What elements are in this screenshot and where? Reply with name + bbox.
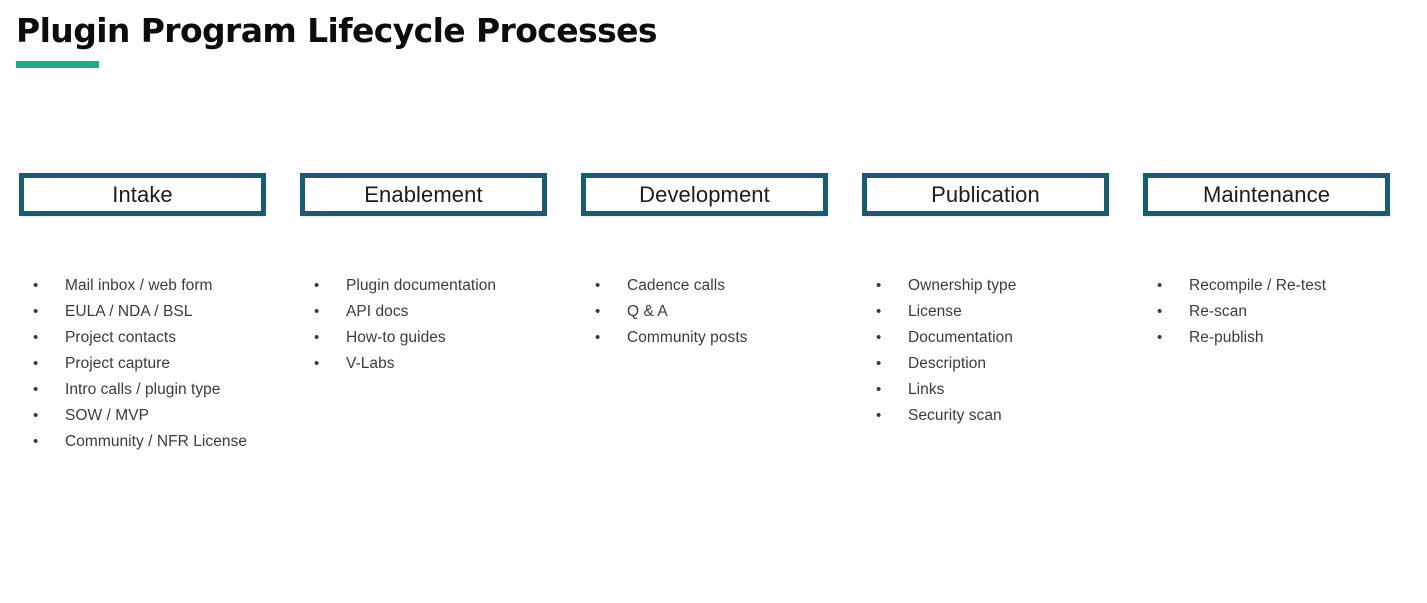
stage-box-maintenance[interactable]: Maintenance [1143,173,1390,216]
bullet-dot-icon: • [33,407,39,424]
list-item: • Re-scan [1157,299,1427,325]
list-item-label: Re-scan [1189,303,1248,320]
bullet-dot-icon: • [33,355,39,372]
bullet-list-maintenance: • Recompile / Re-test • Re-scan • Re-pub… [1157,273,1427,351]
list-item: • V-Labs [314,351,584,377]
lifecycle-column-intake: Intake • Mail inbox / web form • EULA / … [19,173,300,450]
list-item: • Community / NFR License [33,429,303,455]
bullet-dot-icon: • [1157,303,1163,320]
list-item-label: SOW / MVP [65,407,149,424]
list-item: • Community posts [595,325,865,351]
list-item-label: Intro calls / plugin type [65,381,221,398]
list-item: • Cadence calls [595,273,865,299]
stage-box-inner: Enablement [305,178,542,211]
list-item-label: Ownership type [908,277,1017,294]
stage-label: Development [639,181,770,207]
bullet-dot-icon: • [33,303,39,320]
stage-label: Intake [112,181,173,207]
list-item: • Q & A [595,299,865,325]
list-item-label: Community posts [627,329,748,346]
list-item-label: Mail inbox / web form [65,277,213,294]
list-item-label: Re-publish [1189,329,1264,346]
list-item: • How-to guides [314,325,584,351]
bullet-dot-icon: • [1157,329,1163,346]
bullet-dot-icon: • [876,381,882,398]
stage-box-intake[interactable]: Intake [19,173,266,216]
list-item-label: API docs [346,303,409,320]
stage-box-inner: Development [586,178,823,211]
lifecycle-column-enablement: Enablement • Plugin documentation • API … [300,173,581,372]
bullet-dot-icon: • [33,329,39,346]
list-item: • Mail inbox / web form [33,273,303,299]
bullet-dot-icon: • [33,433,39,450]
list-item: • Re-publish [1157,325,1427,351]
list-item: • EULA / NDA / BSL [33,299,303,325]
list-item-label: Security scan [908,407,1002,424]
bullet-list-development: • Cadence calls • Q & A • Community post… [595,273,865,351]
list-item-label: Project contacts [65,329,177,346]
stage-box-inner: Maintenance [1148,178,1385,211]
bullet-dot-icon: • [595,329,601,346]
list-item: • Links [876,377,1146,403]
stage-box-development[interactable]: Development [581,173,828,216]
list-item-label: Community / NFR License [65,433,248,450]
bullet-dot-icon: • [876,355,882,372]
title-accent-bar [16,61,99,68]
lifecycle-column-development: Development • Cadence calls • Q & A • Co… [581,173,862,346]
list-item-label: Q & A [627,303,668,320]
list-item: • Security scan [876,403,1146,429]
list-item-label: Project capture [65,355,170,372]
list-item: • Project capture [33,351,303,377]
list-item: • License [876,299,1146,325]
bullet-dot-icon: • [876,303,882,320]
list-item-label: Cadence calls [627,277,726,294]
bullet-dot-icon: • [876,329,882,346]
bullet-dot-icon: • [33,381,39,398]
list-item-label: EULA / NDA / BSL [65,303,193,320]
bullet-dot-icon: • [1157,277,1163,294]
list-item: • Intro calls / plugin type [33,377,303,403]
list-item-label: Plugin documentation [346,277,497,294]
page-title: Plugin Program Lifecycle Processes [16,11,658,50]
stage-box-inner: Intake [24,178,261,211]
stage-box-inner: Publication [867,178,1104,211]
list-item: • Description [876,351,1146,377]
stage-label: Maintenance [1202,181,1331,207]
list-item: • Plugin documentation [314,273,584,299]
lifecycle-column-publication: Publication • Ownership type • License •… [862,173,1143,424]
stage-label: Publication [931,181,1040,207]
bullet-list-enablement: • Plugin documentation • API docs • How-… [314,273,584,377]
list-item: • API docs [314,299,584,325]
stage-label: Enablement [364,181,483,207]
list-item: • Recompile / Re-test [1157,273,1427,299]
lifecycle-column-maintenance: Maintenance • Recompile / Re-test • Re-s… [1143,173,1424,346]
list-item-label: Links [908,381,945,398]
stage-box-publication[interactable]: Publication [862,173,1109,216]
bullet-dot-icon: • [876,277,882,294]
list-item-label: V-Labs [346,355,395,372]
bullet-dot-icon: • [314,303,320,320]
lifecycle-columns: Intake • Mail inbox / web form • EULA / … [0,173,1427,450]
stage-box-enablement[interactable]: Enablement [300,173,547,216]
bullet-dot-icon: • [314,355,320,372]
list-item-label: How-to guides [346,329,446,346]
bullet-dot-icon: • [314,277,320,294]
bullet-dot-icon: • [33,277,39,294]
list-item: • Project contacts [33,325,303,351]
list-item-label: Recompile / Re-test [1189,277,1327,294]
list-item: • Documentation [876,325,1146,351]
list-item: • SOW / MVP [33,403,303,429]
bullet-dot-icon: • [314,329,320,346]
bullet-list-publication: • Ownership type • License • Documentati… [876,273,1146,429]
list-item-label: Documentation [908,329,1013,346]
bullet-dot-icon: • [876,407,882,424]
bullet-list-intake: • Mail inbox / web form • EULA / NDA / B… [33,273,303,455]
list-item-label: License [908,303,962,320]
bullet-dot-icon: • [595,277,601,294]
list-item: • Ownership type [876,273,1146,299]
bullet-dot-icon: • [595,303,601,320]
list-item-label: Description [908,355,987,372]
